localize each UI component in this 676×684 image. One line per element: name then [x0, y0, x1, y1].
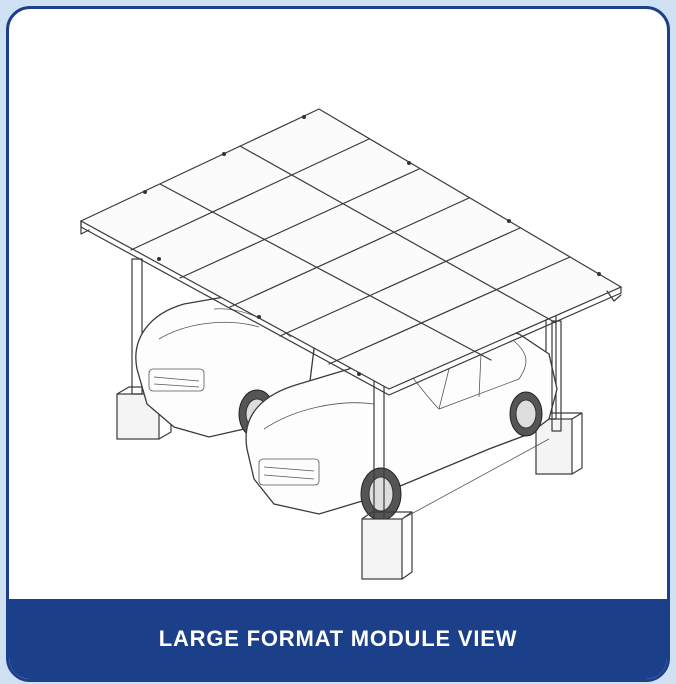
front-left-footing [361, 518, 403, 580]
front-right-post [551, 320, 562, 432]
car-front [245, 327, 558, 521]
rear-right-footing [535, 418, 573, 475]
solar-panel-roof [79, 108, 623, 396]
carport-drawing [79, 108, 623, 580]
caption-bar: LARGE FORMAT MODULE VIEW [9, 599, 667, 679]
caption-label: LARGE FORMAT MODULE VIEW [158, 626, 518, 651]
image-card: LARGE FORMAT MODULE VIEW [6, 6, 670, 682]
carport-illustration [9, 9, 667, 599]
front-posts [361, 358, 550, 580]
